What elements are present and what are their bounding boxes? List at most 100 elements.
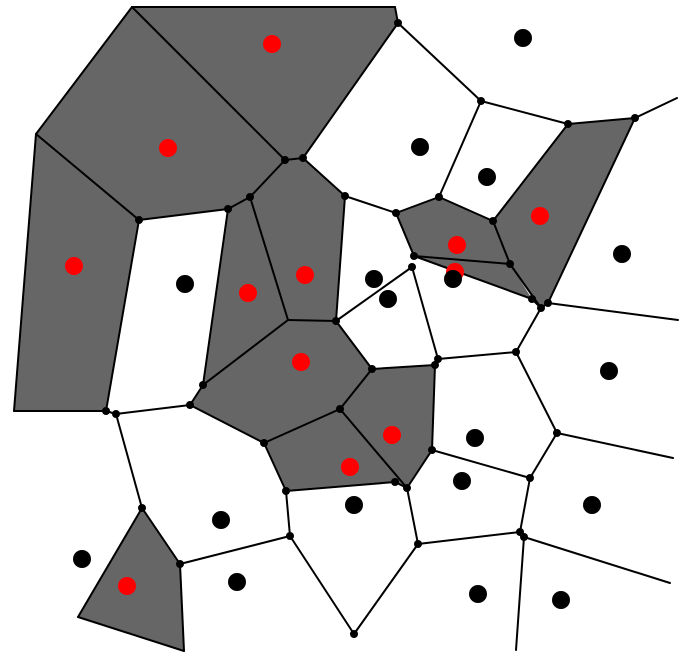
voronoi-edge-19	[202, 319, 289, 386]
black-site-point-27	[73, 550, 91, 568]
voronoi-edge-33	[263, 442, 287, 492]
voronoi-edge-46	[413, 255, 511, 265]
voronoi-vertex-16	[260, 439, 268, 447]
voronoi-edge-60	[519, 477, 531, 533]
edges-layer	[13, 6, 679, 652]
voronoi-vertex-34	[434, 355, 442, 363]
voronoi-vertex-19	[403, 484, 411, 492]
voronoi-vertex-28	[408, 263, 416, 271]
voronoi-cell-10	[493, 118, 635, 308]
voronoi-vertex-23	[631, 114, 639, 122]
voronoi-edge-66	[431, 449, 531, 479]
red-site-point-2	[159, 139, 177, 157]
voronoi-edge-15	[115, 404, 191, 415]
red-site-point-9	[448, 236, 466, 254]
voronoi-edge-38	[567, 117, 636, 125]
black-site-point-18	[365, 270, 383, 288]
voronoi-vertex-14	[431, 361, 439, 369]
voronoi-edge-10	[249, 159, 286, 198]
black-site-point-19	[379, 290, 397, 308]
voronoi-vertex-24	[435, 193, 443, 201]
black-site-point-14	[411, 138, 429, 156]
voronoi-edge-37	[480, 100, 569, 125]
voronoi-edge-68	[289, 535, 355, 635]
voronoi-edge-25	[263, 408, 341, 444]
voronoi-edge-65	[406, 487, 419, 545]
voronoi-edge-57	[515, 351, 558, 434]
voronoi-vertex-38	[520, 533, 528, 541]
voronoi-edge-40	[438, 100, 482, 198]
voronoi-vertex-26	[489, 217, 497, 225]
voronoi-edge-63	[515, 536, 525, 651]
voronoi-edge-30	[339, 408, 408, 489]
voronoi-vertex-30	[528, 295, 536, 303]
red-site-point-8	[341, 458, 359, 476]
black-site-point-15	[478, 168, 496, 186]
black-site-point-24	[583, 496, 601, 514]
voronoi-vertex-2	[281, 156, 289, 164]
voronoi-cell-6	[190, 320, 372, 443]
voronoi-vertex-10	[186, 401, 194, 409]
black-site-point-30	[552, 591, 570, 609]
voronoi-vertex-5	[224, 205, 232, 213]
voronoi-vertex-42	[138, 504, 146, 512]
red-site-point-7	[383, 426, 401, 444]
voronoi-vertex-13	[368, 365, 376, 373]
voronoi-edge-48	[509, 263, 542, 309]
voronoi-edge-22	[335, 195, 346, 322]
voronoi-edge-17	[202, 208, 229, 386]
voronoi-edge-43	[492, 123, 569, 222]
voronoi-edge-72	[115, 413, 143, 509]
voronoi-edge-70	[179, 535, 291, 565]
voronoi-edge-53	[411, 266, 439, 360]
voronoi-vertex-1	[394, 19, 402, 27]
black-site-point-25	[345, 496, 363, 514]
voronoi-vertex-8	[102, 407, 110, 415]
voronoi-vertex-43	[176, 560, 184, 568]
voronoi-vertex-4	[135, 216, 143, 224]
voronoi-vertex-35	[553, 429, 561, 437]
red-site-point-11	[531, 207, 549, 225]
voronoi-edge-9	[227, 196, 251, 210]
voronoi-edge-51	[547, 117, 636, 304]
voronoi-cell-1	[132, 7, 398, 160]
voronoi-edge-44	[395, 212, 415, 257]
voronoi-vertex-22	[564, 120, 572, 128]
black-site-point-13	[514, 29, 532, 47]
voronoi-edge-75	[77, 507, 143, 618]
black-site-point-17	[176, 275, 194, 293]
black-site-point-20	[444, 270, 462, 288]
voronoi-edge-27	[371, 364, 436, 370]
red-site-point-3	[65, 257, 83, 275]
voronoi-edge-28	[431, 364, 436, 451]
red-site-point-6	[292, 353, 310, 371]
voronoi-cell-5	[250, 158, 345, 321]
voronoi-edge-73	[179, 563, 185, 652]
voronoi-edge-29	[406, 449, 433, 489]
red-site-point-5	[296, 266, 314, 284]
voronoi-vertex-6	[246, 193, 254, 201]
black-site-point-23	[453, 472, 471, 490]
voronoi-vertex-27	[410, 252, 418, 260]
voronoi-vertex-15	[336, 405, 344, 413]
voronoi-edge-67	[353, 543, 419, 635]
voronoi-edge-36	[397, 22, 482, 102]
voronoi-edge-21	[302, 157, 346, 197]
voronoi-edge-47	[492, 220, 511, 265]
voronoi-vertex-36	[526, 474, 534, 482]
voronoi-vertex-7	[341, 192, 349, 200]
red-site-point-4	[239, 284, 257, 302]
voronoi-vertex-32	[544, 299, 552, 307]
voronoi-vertex-20	[428, 446, 436, 454]
voronoi-edge-69	[285, 490, 291, 537]
voronoi-edge-8	[138, 208, 229, 221]
voronoi-vertex-12	[332, 317, 340, 325]
voronoi-edge-41	[395, 196, 440, 214]
voronoi-edge-59	[529, 432, 558, 479]
voronoi-vertex-29	[506, 260, 514, 268]
vertices-layer	[102, 19, 639, 638]
red-site-point-12	[118, 577, 136, 595]
voronoi-edge-64	[417, 531, 521, 545]
voronoi-edge-45	[413, 255, 533, 300]
